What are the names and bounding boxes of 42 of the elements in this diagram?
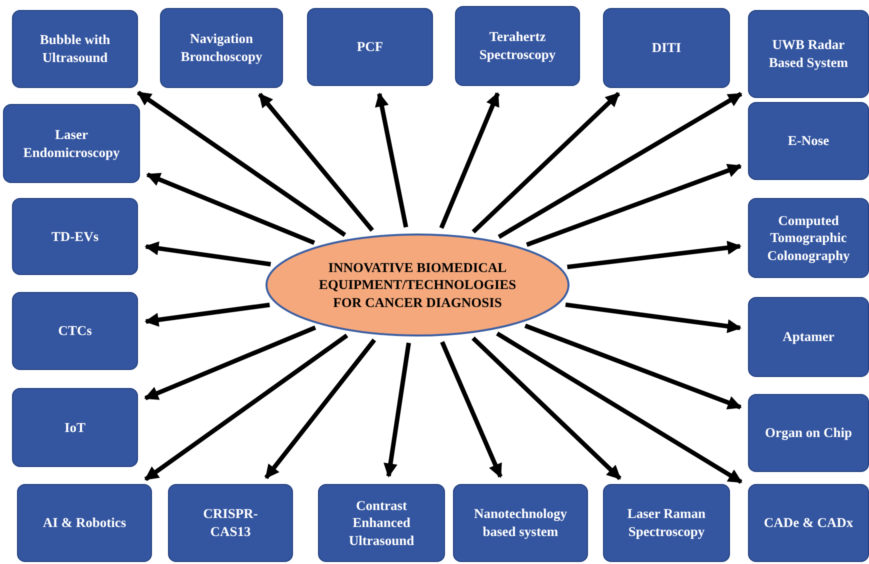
arrow — [498, 92, 742, 239]
arrow — [258, 92, 374, 232]
arrow — [144, 302, 270, 327]
technology-box: Computed Tomographic Colonography — [748, 198, 869, 278]
arrow — [144, 325, 316, 400]
arrow — [136, 90, 346, 237]
arrow — [496, 332, 742, 484]
arrow — [374, 92, 408, 228]
technology-box: Laser Endomicroscopy — [3, 104, 140, 183]
arrow — [144, 334, 348, 482]
technology-box: CADe & CADx — [748, 484, 869, 562]
arrow — [384, 342, 411, 478]
arrow — [144, 241, 272, 266]
technology-box: AI & Robotics — [17, 484, 152, 562]
technology-box: IoT — [12, 388, 138, 467]
arrow — [524, 324, 742, 410]
technology-box: PCF — [307, 8, 433, 86]
technology-box: DITI — [603, 8, 730, 88]
technology-box: Nanotechnology based system — [453, 484, 588, 562]
technology-box: TD-EVs — [12, 198, 138, 275]
technology-box: Terahertz Spectroscopy — [455, 6, 580, 86]
technology-box: E-Nose — [748, 102, 869, 180]
central-ellipse — [265, 233, 570, 337]
technology-box: Aptamer — [748, 297, 869, 377]
technology-box: Contrast Enhanced Ultrasound — [318, 484, 445, 562]
arrow — [264, 338, 376, 480]
arrow — [472, 336, 622, 480]
technology-box: Navigation Bronchoscopy — [160, 8, 283, 88]
arrow — [440, 341, 502, 478]
arrow — [146, 172, 316, 245]
technology-box: Laser Raman Spectroscopy — [603, 484, 730, 562]
technology-box: Bubble with Ultrasound — [12, 10, 138, 88]
arrow — [567, 240, 742, 270]
technology-box: Organ on Chip — [748, 394, 869, 472]
arrow — [439, 92, 500, 229]
arrow — [472, 92, 620, 234]
technology-box: UWB Radar Based System — [748, 10, 869, 98]
arrow — [526, 164, 742, 247]
technology-box: CRISPR-CAS13 — [168, 484, 293, 562]
technology-box: CTCs — [12, 292, 138, 370]
title-text: INNOVATIVE BIOMEDICAL EQUIPMENT/TECHNOLOGIES FOR CANCER DIAGNOSIS — [318, 258, 518, 312]
arrow — [565, 302, 742, 334]
